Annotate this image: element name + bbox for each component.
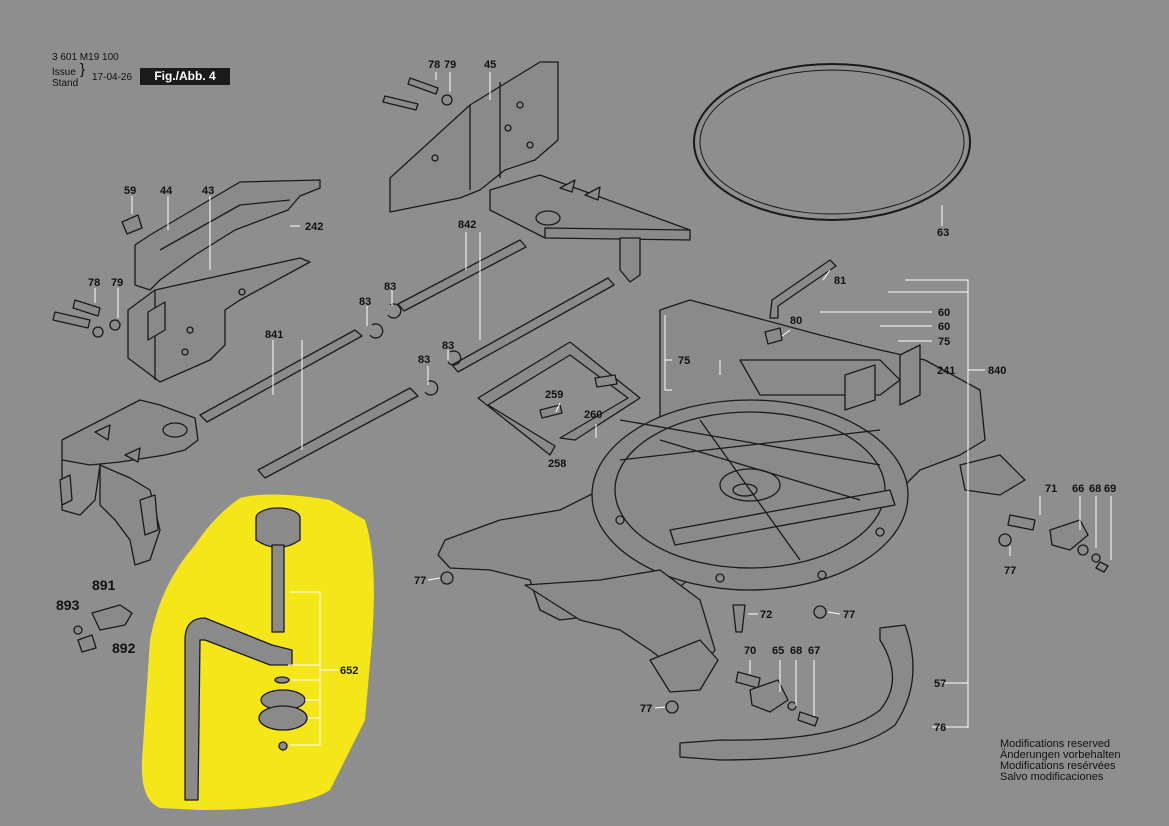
label-45: 45 <box>484 59 496 71</box>
fence-part-43-44 <box>127 179 321 383</box>
label-83-a: 83 <box>384 281 396 293</box>
label-893: 893 <box>56 597 80 613</box>
label-60-b: 60 <box>938 321 950 333</box>
label-75-left: 75 <box>678 355 690 367</box>
label-66: 66 <box>1072 483 1084 495</box>
bolt-78a <box>382 95 419 111</box>
rod-842a <box>397 239 527 312</box>
label-79-left: 79 <box>111 277 123 289</box>
rod-841b <box>257 387 419 479</box>
hex-key-81 <box>769 259 837 319</box>
issue-date: 17-04-26 <box>92 72 133 83</box>
clip-83c <box>447 350 462 366</box>
label-63: 63 <box>937 227 949 239</box>
screw-69 <box>1095 561 1109 573</box>
label-652: 652 <box>340 665 358 677</box>
lock-knob-652 <box>184 507 308 801</box>
screw-71 <box>1007 514 1036 531</box>
fence-part-45 <box>389 61 691 283</box>
label-68-bottom: 68 <box>790 645 802 657</box>
label-840: 840 <box>988 365 1006 377</box>
scale-arc-57 <box>679 624 914 761</box>
lever-891 <box>91 604 133 631</box>
brace-glyph: } <box>80 61 86 78</box>
clip-83a <box>387 303 402 319</box>
label-69: 69 <box>1104 483 1116 495</box>
label-57: 57 <box>934 678 946 690</box>
rod-841a <box>199 329 363 423</box>
label-260: 260 <box>584 409 602 421</box>
label-241: 241 <box>937 365 955 377</box>
base-left-part <box>59 399 199 566</box>
bolt-78c <box>52 311 91 329</box>
label-76: 76 <box>934 722 946 734</box>
label-78-top: 78 <box>428 59 440 71</box>
label-80: 80 <box>790 315 802 327</box>
label-72: 72 <box>760 609 772 621</box>
label-77-bottom: 77 <box>640 703 652 715</box>
label-891: 891 <box>92 577 116 593</box>
label-258: 258 <box>548 458 566 470</box>
label-44: 44 <box>160 185 173 197</box>
bolt-259 <box>539 404 563 419</box>
label-67: 67 <box>808 645 820 657</box>
label-259: 259 <box>545 389 563 401</box>
label-77-left: 77 <box>414 575 426 587</box>
figure-label: Fig./Abb. 4 <box>140 68 230 85</box>
issue-label: Issue <box>52 67 76 78</box>
label-842: 842 <box>458 219 476 231</box>
screw-70 <box>735 671 761 689</box>
note-line: Salvo modificaciones <box>1000 771 1104 783</box>
clamp-66 <box>1049 519 1089 551</box>
bolt-72 <box>732 604 746 633</box>
bolt-78b <box>407 77 439 95</box>
nut-77b <box>998 533 1012 547</box>
label-59: 59 <box>124 185 136 197</box>
label-75-right: 75 <box>938 336 950 348</box>
modification-notes: Modifications reserved Änderungen vorbeh… <box>1000 739 1120 783</box>
nut-77d <box>665 700 679 714</box>
doc-number: 3 601 M19 100 <box>52 52 119 63</box>
label-83-c: 83 <box>442 340 454 352</box>
rod-842b <box>451 277 615 373</box>
note-line: Modifications resérvées <box>1000 760 1116 772</box>
stand-label: Stand <box>52 78 79 89</box>
knob-59 <box>121 214 143 235</box>
knob-80 <box>764 327 783 345</box>
label-83-d: 83 <box>418 354 430 366</box>
bolt-78d <box>72 299 101 317</box>
clip-83d <box>424 380 439 396</box>
label-841: 841 <box>265 329 283 341</box>
base-assembly <box>437 299 1026 693</box>
label-68-right: 68 <box>1089 483 1101 495</box>
knob-892 <box>77 634 97 653</box>
label-71: 71 <box>1045 483 1057 495</box>
label-892: 892 <box>112 640 136 656</box>
bracket-258 <box>477 341 641 456</box>
label-242: 242 <box>305 221 323 233</box>
clip-83b <box>369 323 384 339</box>
ring-63 <box>693 63 971 221</box>
label-65: 65 <box>772 645 784 657</box>
label-79-top: 79 <box>444 59 456 71</box>
clamp-65 <box>749 679 789 713</box>
note-line: Modifications reserved <box>1000 738 1111 750</box>
label-60-a: 60 <box>938 307 950 319</box>
label-77-mid: 77 <box>843 609 855 621</box>
note-line: Änderungen vorbehalten <box>1000 749 1121 761</box>
label-70: 70 <box>744 645 756 657</box>
label-83-b: 83 <box>359 296 371 308</box>
label-78-left: 78 <box>88 277 100 289</box>
label-43: 43 <box>202 185 214 197</box>
nut-77a <box>440 571 454 585</box>
label-81: 81 <box>834 275 846 287</box>
screw-67 <box>797 711 819 727</box>
nut-77c <box>813 605 827 619</box>
label-77-right: 77 <box>1004 565 1016 577</box>
bolt-259b <box>594 374 618 388</box>
